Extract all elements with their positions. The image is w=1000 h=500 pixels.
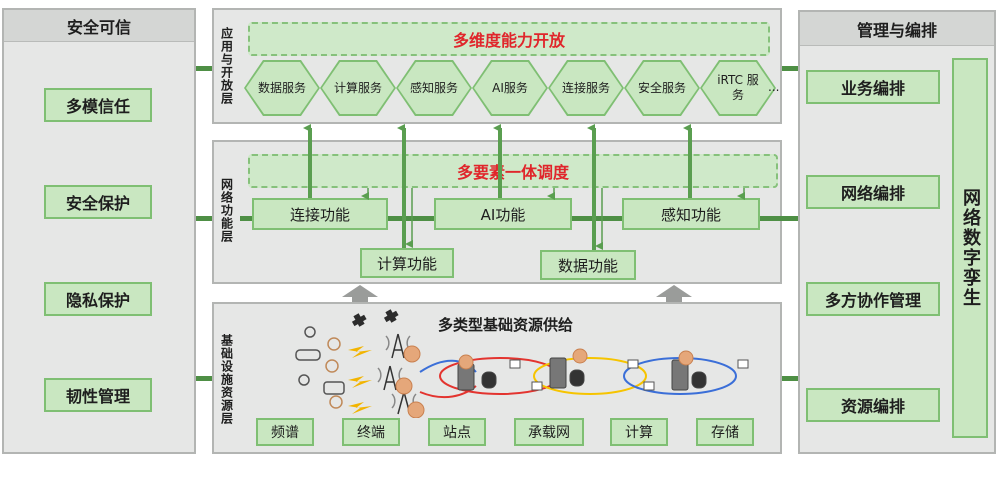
multi-element-scheduling-banner: 多要素一体调度 [248, 154, 778, 188]
network-digital-twin-label: 网络数字孪生 [957, 188, 983, 308]
bearer-network-resource-box: 承载网 [514, 418, 584, 446]
infra-resource-layer-label: 基础设施资源层 [214, 310, 240, 448]
compute-function-box: 计算功能 [360, 248, 454, 278]
compute-resource-box: 计算 [610, 418, 668, 446]
services-ellipsis: ... [768, 80, 779, 94]
resilience-management-box: 韧性管理 [44, 378, 152, 412]
spectrum-resource-box: 频谱 [256, 418, 314, 446]
connector-left-3 [196, 376, 212, 381]
data-function-box: 数据功能 [540, 250, 636, 280]
infra-illustration [244, 306, 778, 418]
network-function-layer-label: 网络功能层 [214, 150, 240, 270]
resource-orchestration-box: 资源编排 [806, 388, 940, 422]
app-open-layer-label: 应用与开放层 [214, 12, 240, 120]
multi-mode-trust-box: 多模信任 [44, 88, 152, 122]
storage-resource-box: 存储 [696, 418, 754, 446]
site-resource-box: 站点 [428, 418, 486, 446]
connector-right-1 [782, 66, 798, 71]
sensing-function-box: 感知功能 [622, 198, 760, 230]
connector-right-3 [782, 376, 798, 381]
terminal-devices-icon [296, 327, 344, 408]
connection-function-box: 连接功能 [252, 198, 388, 230]
security-protection-box: 安全保护 [44, 185, 152, 219]
ai-function-box: AI功能 [434, 198, 572, 230]
connector-left-1 [196, 66, 212, 71]
service-orchestration-box: 业务编排 [806, 70, 940, 104]
management-orchestration-title: 管理与编排 [800, 12, 994, 46]
multi-dimension-capability-banner: 多维度能力开放 [248, 22, 770, 56]
multi-party-management-box: 多方协作管理 [806, 282, 940, 316]
connector-left-2 [196, 216, 212, 221]
network-digital-twin-box: 网络数字孪生 [952, 58, 988, 438]
security-trust-title: 安全可信 [4, 10, 194, 42]
privacy-protection-box: 隐私保护 [44, 282, 152, 316]
connector-right-2 [782, 216, 798, 221]
terminal-resource-box: 终端 [342, 418, 400, 446]
network-orchestration-box: 网络编排 [806, 175, 940, 209]
satellite-icon [352, 309, 399, 326]
signal-bolt-icon [348, 346, 372, 414]
